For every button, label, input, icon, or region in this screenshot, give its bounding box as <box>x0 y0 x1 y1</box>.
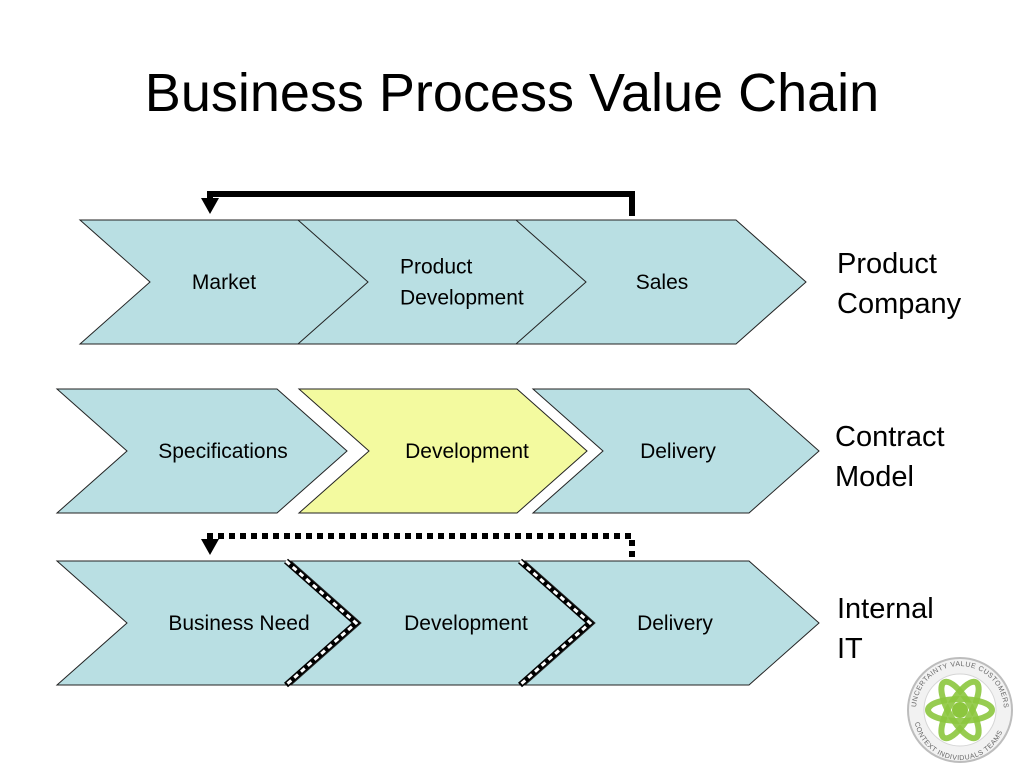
value-chain-row: Specifications Development Delivery <box>55 388 820 514</box>
row-label-product-company: Product Company <box>837 244 961 324</box>
row-label-line: Company <box>837 288 962 320</box>
row-label-line: Contract <box>835 421 945 453</box>
chevron-label: Market <box>192 271 256 294</box>
logo-orbit <box>938 678 982 742</box>
chevron-label: Development <box>405 440 529 463</box>
dashed-boundary-inner <box>519 559 593 687</box>
row-label-internal-it: Internal IT <box>837 589 934 669</box>
chevron-label: Business Need <box>168 612 309 635</box>
logo-orbit <box>925 696 995 724</box>
chevron-shape <box>531 388 820 514</box>
chevron-shape <box>523 560 820 686</box>
logo-nucleus <box>952 702 968 718</box>
feedback-arrow-dotted <box>207 533 635 557</box>
feedback-arrow-solid <box>207 191 635 216</box>
dashed-boundary-inner <box>285 559 359 687</box>
chevron-label: Delivery <box>637 612 713 635</box>
row-label-contract-model: Contract Model <box>835 417 945 497</box>
page-title: Business Process Value Chain <box>144 63 880 123</box>
row-label-line: Internal <box>837 593 934 625</box>
chevron-label: Sales <box>636 271 689 294</box>
chevron-shape <box>514 219 807 345</box>
chevron-label: Development <box>400 287 524 310</box>
arrowhead-icon <box>201 198 219 214</box>
logo-orbit <box>938 678 982 742</box>
row-label-line: Model <box>835 461 914 493</box>
row-label-line: IT <box>837 633 863 665</box>
chevron-label: Specifications <box>158 440 288 463</box>
chevron-label: Product <box>400 256 473 279</box>
chevron-shape <box>297 388 588 514</box>
row-label-line: Product <box>837 248 937 280</box>
chevron-shape <box>55 388 348 514</box>
arrowhead-icon <box>201 539 219 555</box>
chevron-label: Development <box>404 612 528 635</box>
chevron-label: Delivery <box>640 440 716 463</box>
value-chain-row: Business Need Development Delivery <box>55 533 820 688</box>
